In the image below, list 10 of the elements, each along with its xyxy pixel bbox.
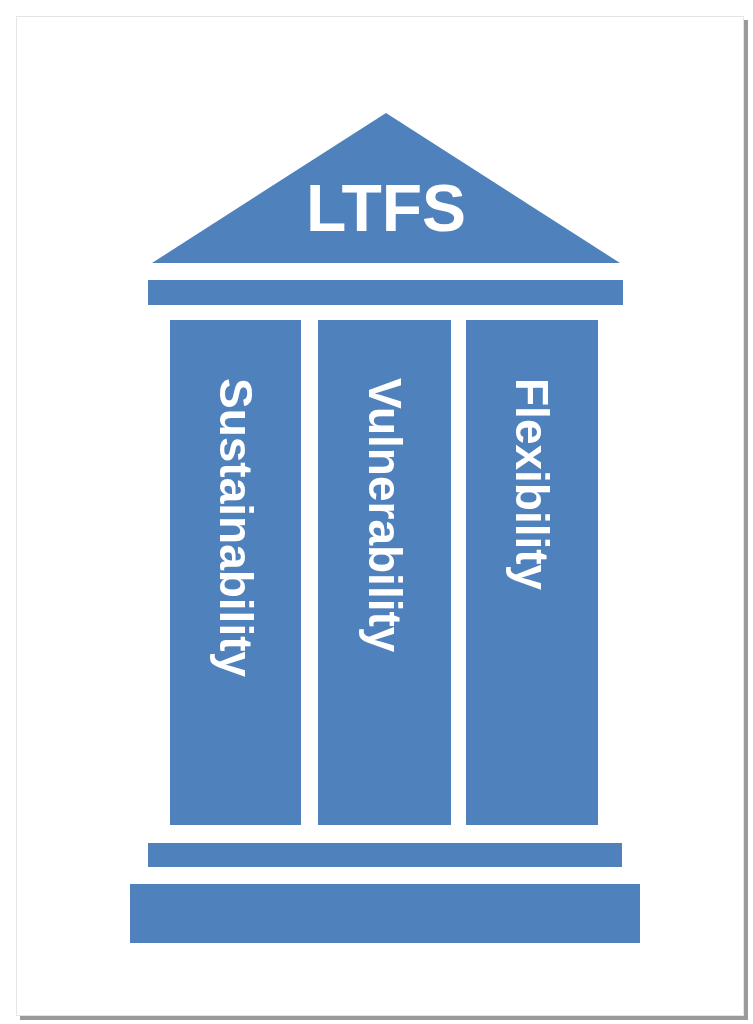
beam-bar bbox=[148, 280, 623, 305]
roof-triangle bbox=[152, 113, 620, 263]
step-bar bbox=[148, 843, 622, 867]
pillar bbox=[170, 320, 301, 825]
pillar-label: Sustainability bbox=[212, 378, 259, 678]
roof-label: LTFS bbox=[305, 175, 467, 241]
pillar-label: Vulnerability bbox=[361, 378, 408, 653]
pillar bbox=[466, 320, 598, 825]
base-bar bbox=[130, 884, 640, 943]
pillar bbox=[318, 320, 451, 825]
